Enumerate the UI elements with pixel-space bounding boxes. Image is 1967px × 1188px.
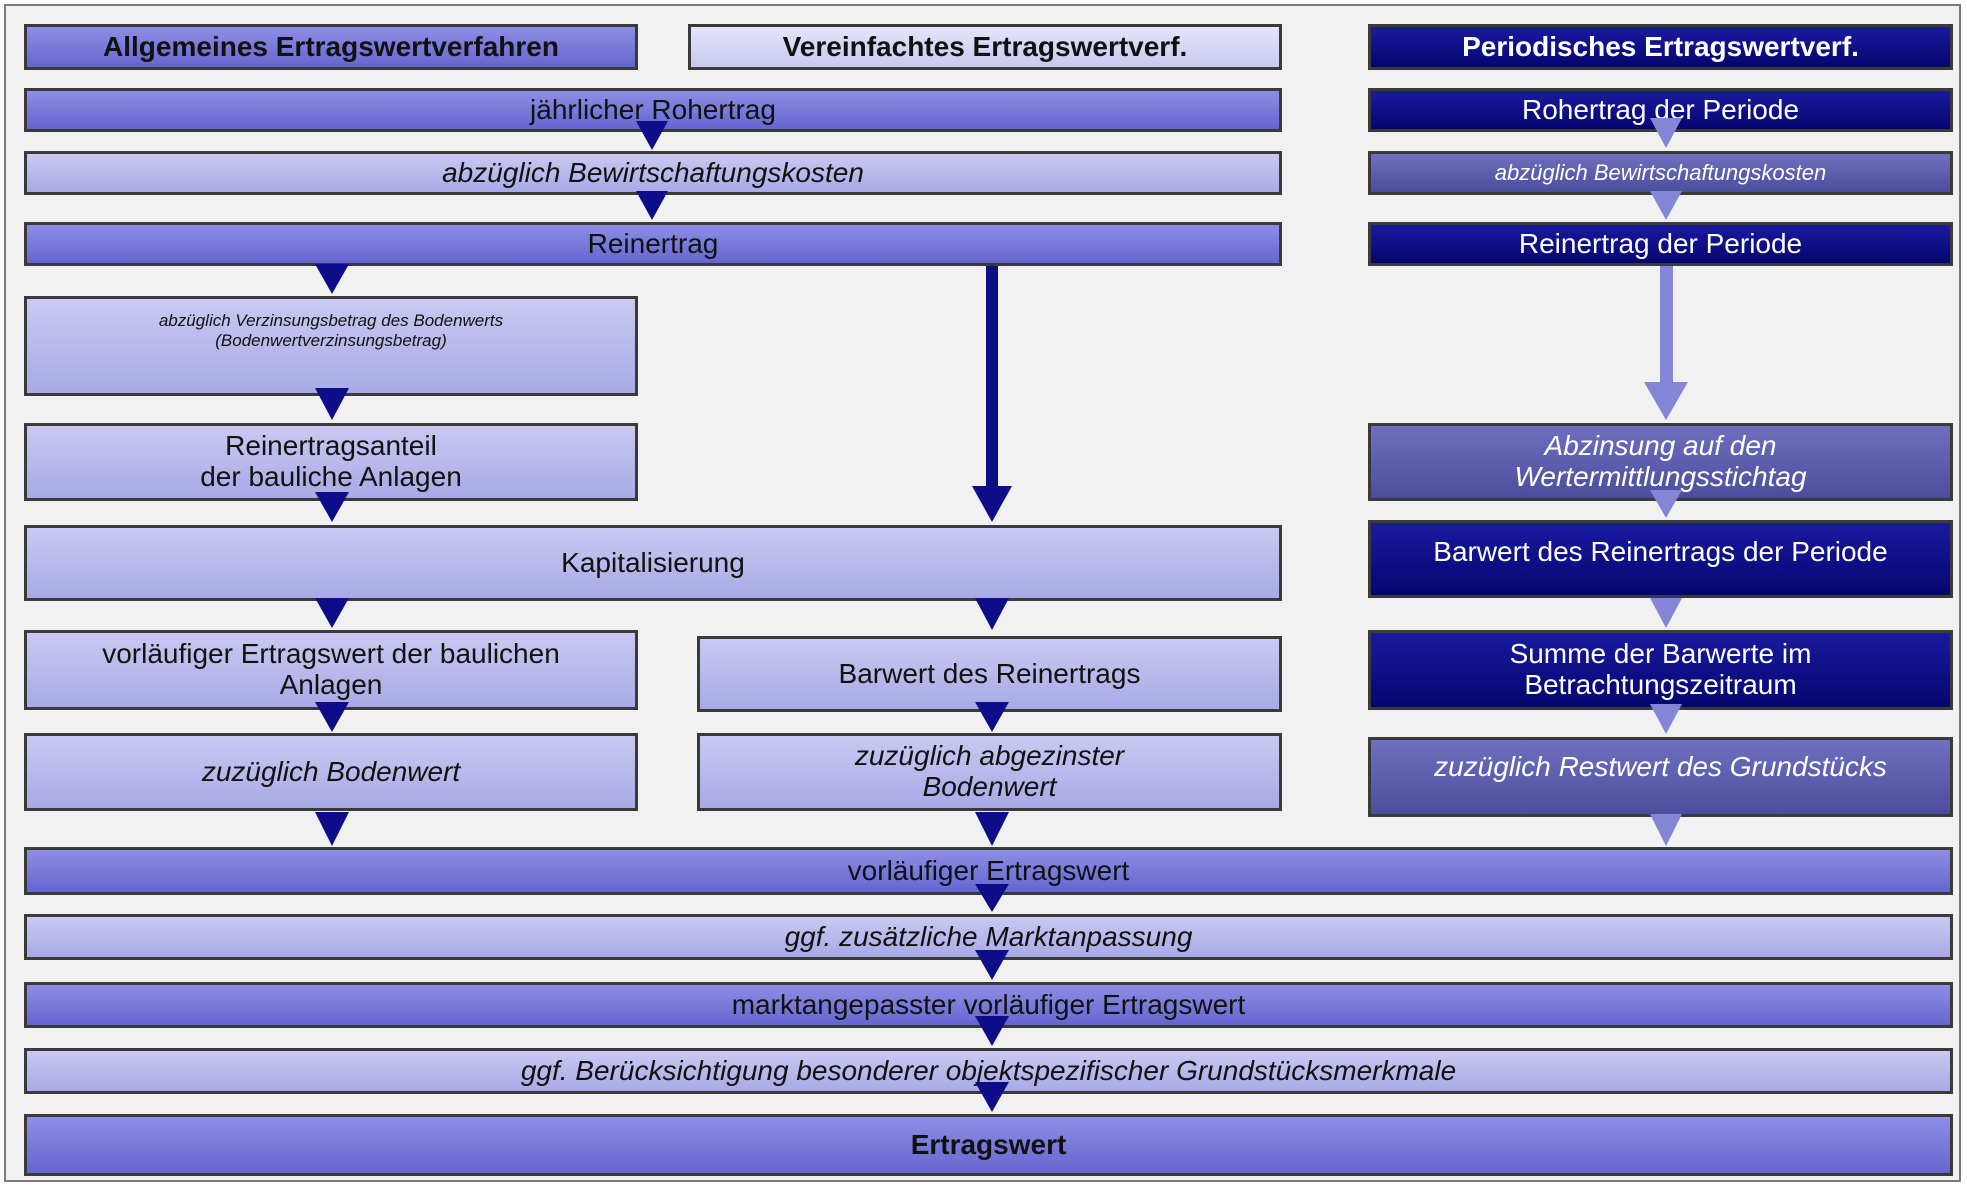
net-income: Reinertrag: [24, 222, 1282, 266]
header-general: Allgemeines Ertragswertverfahren: [24, 24, 638, 70]
present-value-net-income: Barwert des Reinertrags: [697, 636, 1282, 712]
preliminary-building-value: vorläufiger Ertragswert der baulichen An…: [24, 630, 638, 710]
building-net-income-share: Reinertragsanteil der bauliche Anlagen: [24, 423, 638, 501]
plus-discounted-land-value: zuzüglich abgezinster Bodenwert: [697, 733, 1282, 811]
header-periodic: Periodisches Ertragswertverf.: [1368, 24, 1953, 70]
sum-of-present-values: Summe der Barwerte im Betrachtungszeitra…: [1368, 630, 1953, 710]
header-simplified: Vereinfachtes Ertragswertverf.: [688, 24, 1282, 70]
period-net-income: Reinertrag der Periode: [1368, 222, 1953, 266]
preliminary-income-value: vorläufiger Ertragswert: [24, 847, 1953, 895]
present-value-period: Barwert des Reinertrags der Periode: [1368, 520, 1953, 598]
income-value-result: Ertragswert: [24, 1114, 1953, 1176]
operating-costs: abzüglich Bewirtschaftungskosten: [24, 151, 1282, 195]
market-adjustment: ggf. zusätzliche Marktanpassung: [24, 914, 1953, 960]
period-operating-costs: abzüglich Bewirtschaftungskosten: [1368, 151, 1953, 195]
land-value-interest: abzüglich Verzinsungsbetrag des Bodenwer…: [24, 296, 638, 396]
plus-land-value: zuzüglich Bodenwert: [24, 733, 638, 811]
discounting-to-valuation-date: Abzinsung auf den Wertermittlungsstichta…: [1368, 423, 1953, 501]
capitalization: Kapitalisierung: [24, 525, 1282, 601]
plus-residual-value: zuzüglich Restwert des Grundstücks: [1368, 737, 1953, 817]
gross-annual-income: jährlicher Rohertrag: [24, 88, 1282, 132]
market-adjusted-preliminary-value: marktangepasster vorläufiger Ertragswert: [24, 982, 1953, 1028]
period-gross-income: Rohertrag der Periode: [1368, 88, 1953, 132]
special-property-features: ggf. Berücksichtigung besonderer objekts…: [24, 1048, 1953, 1094]
